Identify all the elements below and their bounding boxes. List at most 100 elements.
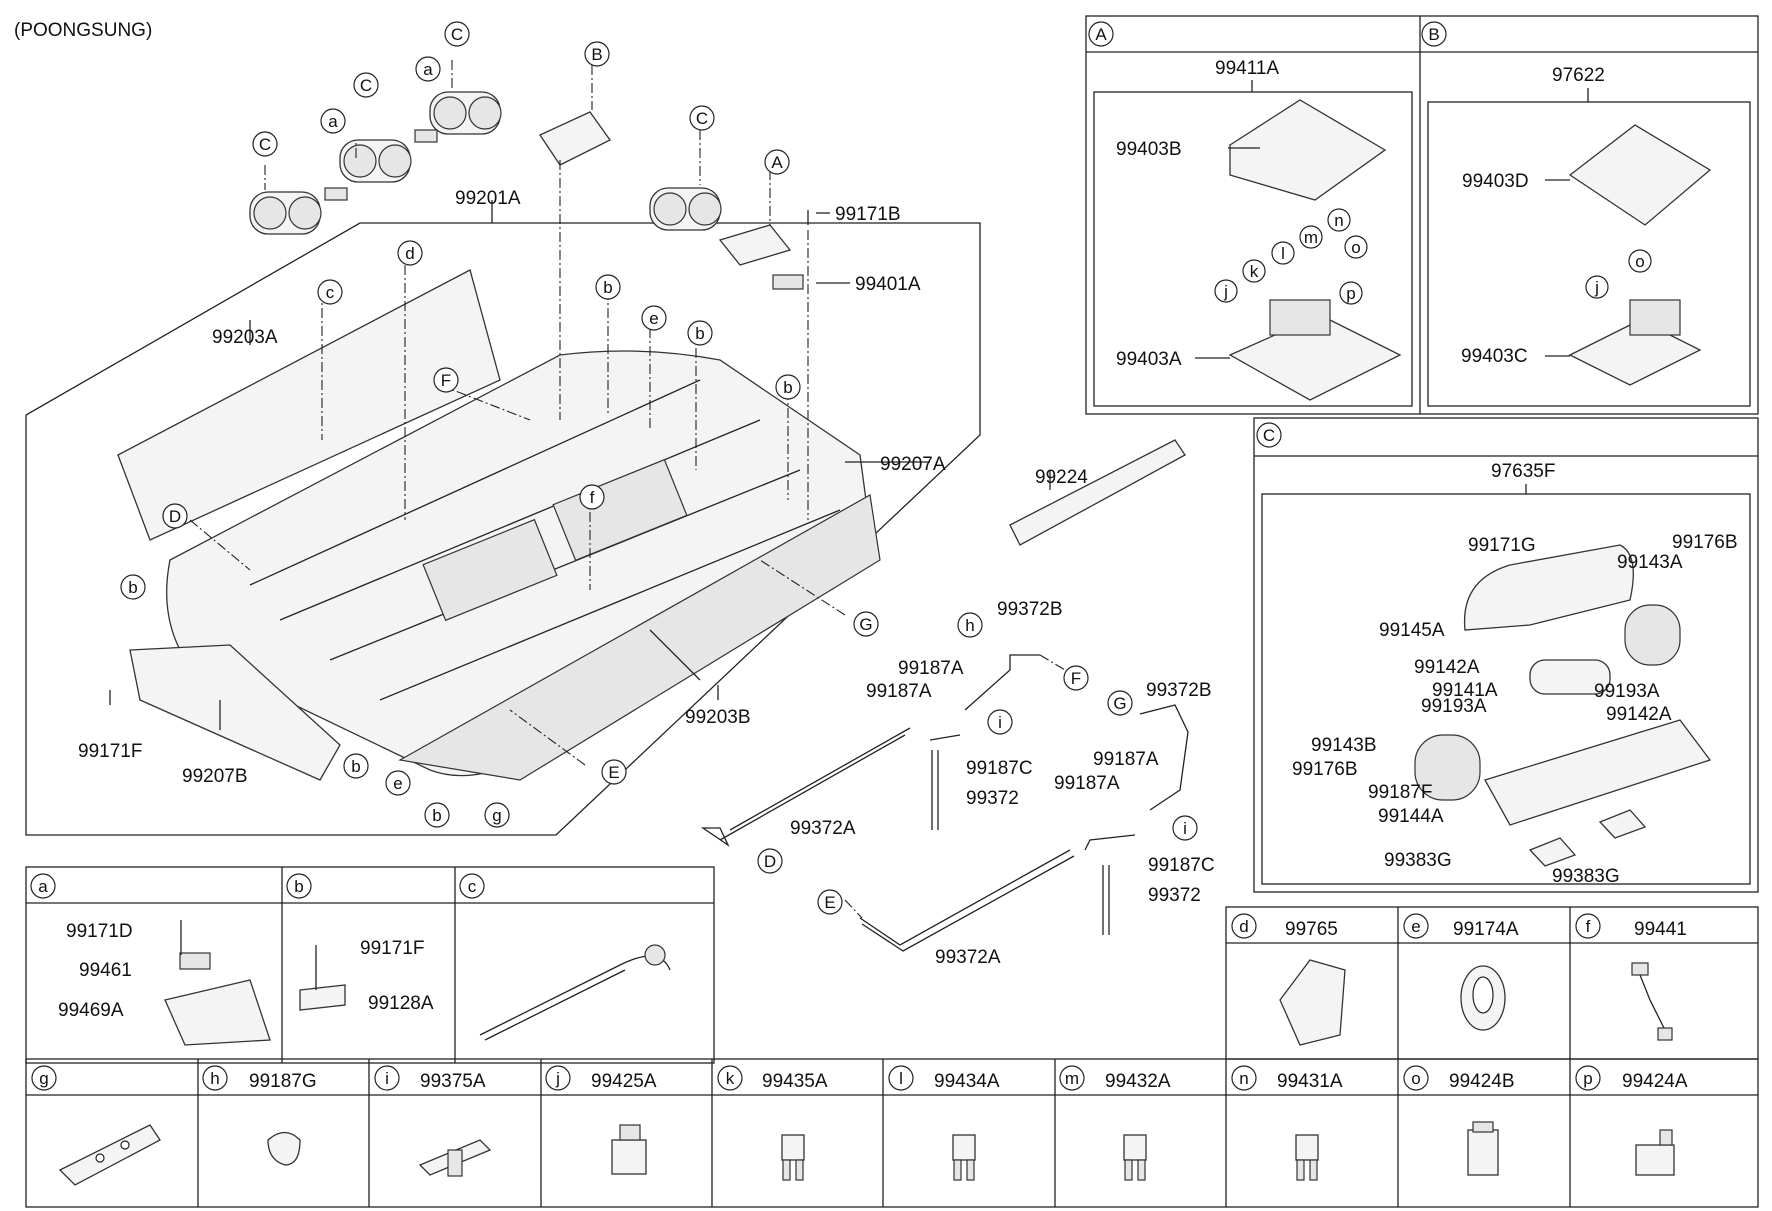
svg-text:o: o — [1411, 1069, 1420, 1088]
callout-i-hose-2: i — [1172, 815, 1198, 841]
svg-text:a: a — [423, 60, 433, 79]
svg-text:C: C — [696, 109, 708, 128]
svg-text:A: A — [1095, 25, 1107, 44]
panel-A-callout-o: o — [1344, 235, 1368, 259]
panel-a-99469A: 99469A — [58, 1000, 124, 1021]
svg-text:99174A: 99174A — [1453, 919, 1519, 940]
fan-wheel-99143A — [1624, 604, 1681, 666]
blower-unit-3 — [429, 91, 502, 135]
bracket-g — [58, 1124, 161, 1186]
panel-c-clip — [644, 944, 666, 966]
svg-text:b: b — [294, 877, 303, 896]
variant-label: (POONGSUNG) — [14, 20, 152, 41]
panel-B-inner — [1427, 101, 1751, 407]
svg-text:m: m — [1065, 1069, 1079, 1088]
panel-A-callout-n: n — [1327, 208, 1351, 232]
blower-housing-upper — [1463, 544, 1634, 631]
panel-AB-frame — [1085, 15, 1759, 415]
svg-text:b: b — [603, 278, 612, 297]
svg-text:k: k — [1250, 262, 1259, 281]
part-99401A — [772, 274, 804, 290]
fuse-99435A — [781, 1134, 805, 1161]
callout-f-main: f — [579, 484, 605, 510]
hose-routing — [700, 654, 1189, 952]
panel-C-tag: C — [1256, 422, 1282, 448]
panel-A-base-label: 99403A — [1116, 349, 1182, 370]
svg-text:g: g — [492, 806, 501, 825]
blower-housing-lower — [1484, 719, 1712, 826]
svg-text:C: C — [451, 25, 463, 44]
svg-text:a: a — [38, 877, 48, 896]
callout-C-2: C — [353, 72, 379, 98]
callout-B-main: B — [584, 41, 610, 67]
bottom-row-frame — [25, 1058, 1759, 1208]
callout-G-main: G — [853, 611, 879, 637]
callout-G-hose: G — [1107, 690, 1133, 716]
svg-text:b: b — [432, 806, 441, 825]
main-assembly-outline — [25, 222, 981, 836]
svg-text:F: F — [441, 371, 451, 390]
panel-B-cover-label: 99403D — [1462, 171, 1529, 192]
cell-e-header: e 99174A — [1403, 913, 1519, 940]
panel-C-99142A-1: 99142A — [1414, 657, 1480, 678]
panel-C-99176B-1: 99176B — [1672, 532, 1738, 553]
panel-B-base-label: 99403C — [1461, 346, 1528, 367]
panel-C-99141A: 99141A — [1432, 680, 1498, 701]
svg-text:E: E — [824, 893, 835, 912]
panel-C-99193A-2: 99193A — [1594, 681, 1660, 702]
callout-E-hose: E — [817, 889, 843, 915]
sensor-99441 — [1639, 974, 1666, 1031]
panel-B-assembly: 97622 — [1552, 65, 1605, 86]
svg-text:b: b — [128, 578, 137, 597]
svg-text:C: C — [259, 135, 271, 154]
panel-C-99143A: 99143A — [1617, 552, 1683, 573]
svg-text:j: j — [555, 1069, 560, 1088]
blower-unit-2 — [339, 139, 412, 183]
label-99171F: 99171F — [78, 741, 142, 762]
callout-b-6: b — [424, 802, 450, 828]
panel-B-relays — [1629, 299, 1681, 336]
panel-A-assembly: 99411A — [1215, 58, 1279, 79]
label-99224: 99224 — [1035, 467, 1088, 488]
panel-b-tag: b — [286, 873, 312, 899]
label-99171B: 99171B — [835, 204, 901, 225]
panel-C-99143B: 99143B — [1311, 735, 1377, 756]
panel-C-99383G-2: 99383G — [1552, 866, 1620, 887]
panel-C-99144A: 99144A — [1378, 806, 1444, 827]
svg-text:99432A: 99432A — [1105, 1071, 1171, 1092]
callout-d-main: d — [397, 240, 423, 266]
panel-b-bracket — [299, 984, 346, 1011]
label-99372A-2: 99372A — [935, 947, 1001, 968]
svg-text:e: e — [1411, 917, 1420, 936]
callout-D-main: D — [162, 503, 188, 529]
svg-text:99441: 99441 — [1634, 919, 1687, 940]
relay-box-A — [718, 224, 792, 266]
panel-A-relays — [1269, 299, 1331, 336]
svg-text:b: b — [695, 324, 704, 343]
callout-b-1: b — [595, 274, 621, 300]
label-99203A: 99203A — [212, 327, 278, 348]
label-99187A-2: 99187A — [866, 681, 932, 702]
svg-text:l: l — [1281, 244, 1285, 263]
label-99207A: 99207A — [880, 454, 946, 475]
panel-C-99171G: 99171G — [1468, 535, 1536, 556]
label-99187C-1: 99187C — [966, 758, 1033, 779]
svg-text:F: F — [1071, 669, 1081, 688]
callout-b-5: b — [343, 753, 369, 779]
panel-A-callout-k: k — [1242, 259, 1266, 283]
label-99372B-2: 99372B — [1146, 680, 1212, 701]
svg-text:99765: 99765 — [1285, 919, 1338, 940]
clip-99187G — [267, 1131, 301, 1166]
callout-i-hose-1: i — [987, 709, 1013, 735]
label-99372-2: 99372 — [1148, 885, 1201, 906]
callout-b-4: b — [120, 574, 146, 600]
callout-e-2: e — [385, 770, 411, 796]
callout-C-1: C — [252, 131, 278, 157]
callout-F-main: F — [433, 367, 459, 393]
panel-A-callout-m: m — [1299, 225, 1323, 249]
svg-text:o: o — [1635, 252, 1644, 271]
svg-text:99425A: 99425A — [591, 1071, 657, 1092]
